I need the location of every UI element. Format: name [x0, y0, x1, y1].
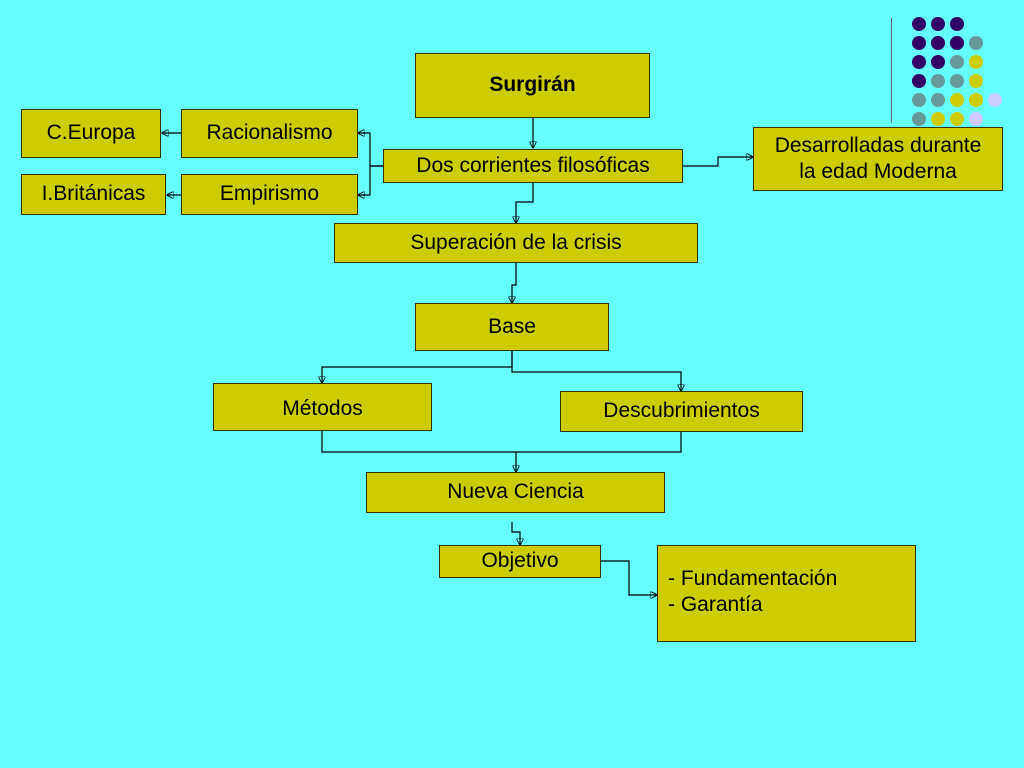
node-base: Base [415, 303, 609, 351]
arrow-corrientes-to-superacion [516, 183, 534, 223]
node-objetivo: Objetivo [439, 545, 601, 578]
node-objetivo-detail: - Fundamentación - Garantía [657, 545, 916, 642]
decorative-dot [969, 74, 983, 88]
node-c-europa: C.Europa [21, 109, 161, 158]
decorative-dot [931, 112, 945, 126]
arrow-nueva-ciencia-to-objetivo [511, 522, 520, 545]
node-racionalismo: Racionalismo [181, 109, 358, 158]
decorative-dot [969, 55, 983, 69]
decorative-dot [950, 36, 964, 50]
node-empirismo: Empirismo [181, 174, 358, 215]
decorative-dot [950, 74, 964, 88]
decorative-dot [931, 74, 945, 88]
decorative-dot [988, 93, 1002, 107]
node-dos-corrientes: Dos corrientes filosóficas [383, 149, 683, 183]
arrow-corrientes-to-desarrolladas [683, 157, 753, 167]
arrow-base-to-metodos [322, 351, 513, 383]
arrow-superacion-to-base [512, 263, 517, 303]
desarrolladas-line-1: Desarrolladas durante [774, 133, 982, 157]
decorative-dot [969, 36, 983, 50]
garantia-item: - Garantía [668, 593, 763, 617]
decorative-dot [931, 17, 945, 31]
decorative-divider [891, 18, 892, 123]
node-desarrolladas: Desarrolladas durante la edad Moderna [753, 127, 1003, 191]
decorative-dot [912, 112, 926, 126]
fundamentacion-item: - Fundamentación [668, 567, 838, 590]
decorative-dot [950, 17, 964, 31]
decorative-dot [950, 93, 964, 107]
decorative-dot [969, 112, 983, 126]
node-surgiran: Surgirán [415, 53, 650, 118]
arrow-base-to-descubrimientos [511, 351, 681, 391]
decorative-dot [931, 93, 945, 107]
decorative-dot [912, 93, 926, 107]
desarrolladas-line-2: la edad Moderna [799, 160, 957, 183]
node-i-britanicas: I.Británicas [21, 174, 166, 215]
line-metodos-join [321, 431, 682, 453]
node-nueva-ciencia: Nueva Ciencia [366, 472, 665, 513]
decorative-dot [912, 74, 926, 88]
arrow-corrientes-to-racionalismo [358, 133, 383, 167]
decorative-dot [912, 55, 926, 69]
decorative-dot [950, 55, 964, 69]
decorative-dot [912, 17, 926, 31]
decorative-dot [969, 93, 983, 107]
node-metodos: Métodos [213, 383, 432, 431]
decorative-dot [931, 36, 945, 50]
arrow-objetivo-to-fundamentacion [600, 560, 657, 595]
node-descubrimientos: Descubrimientos [560, 391, 803, 432]
decorative-dot [950, 112, 964, 126]
node-superacion: Superación de la crisis [334, 223, 698, 263]
decorative-dot [912, 36, 926, 50]
decorative-dot [931, 55, 945, 69]
arrow-corrientes-to-empirismo [358, 165, 383, 195]
